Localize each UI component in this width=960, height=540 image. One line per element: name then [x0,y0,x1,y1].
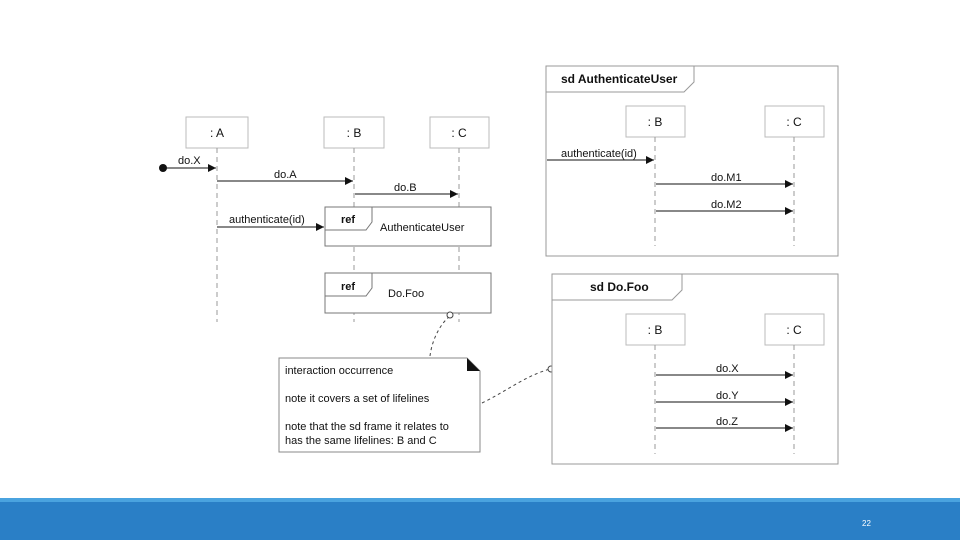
sd-dofoo-title: sd Do.Foo [590,280,649,294]
message-dox: do.X [159,155,216,172]
note-line-2: note it covers a set of lifelines [285,393,430,405]
sd-authenticate-message-dom2: do.M2 [656,199,793,215]
note-box: interaction occurrence note it covers a … [278,357,481,453]
sd-authenticate-lifeline-c-label: : C [786,115,802,129]
note-line-3b: has the same lifelines: B and C [285,435,437,447]
message-doa: do.A [217,169,353,185]
message-dox-label: do.X [178,155,201,167]
ref-authenticate-tag: ref [341,214,355,226]
message-dob-label: do.B [394,182,417,194]
ref-authenticate-label: AuthenticateUser [380,222,465,234]
lifeline-c: : C [429,116,490,322]
note-line-3a: note that the sd frame it relates to [285,421,449,433]
sd-dofoo-doy-label: do.Y [716,390,739,402]
sd-dofoo-lifeline-b-label: : B [648,323,663,337]
sd-dofoo-dox-label: do.X [716,363,739,375]
sd-dofoo-doz-label: do.Z [716,416,738,428]
sd-dofoo-message-dox: do.X [656,363,793,379]
ref-do-foo: ref Do.Foo [324,272,492,314]
slide-footer-bar [0,498,960,540]
ref-authenticate-user: ref AuthenticateUser [324,206,492,247]
sd-authenticate-lifeline-c: : C [764,105,825,246]
main-sequence-diagram: : A : B : C do.X do.A do.B [159,116,492,322]
sd-dofoo-frame: sd Do.Foo : B : C do.X do.Y do.Z [551,273,839,465]
sd-dofoo-lifeline-c: : C [764,313,825,454]
ref-dofoo-tag: ref [341,281,355,293]
sd-authenticate-message-authenticate: authenticate(id) [547,148,654,164]
sd-dofoo-lifeline-c-label: : C [786,323,802,337]
note-connector-ref [429,315,451,357]
sd-authenticate-title: sd AuthenticateUser [561,72,678,86]
ref-dofoo-label: Do.Foo [388,288,424,300]
lifeline-c-label: : C [451,126,467,140]
note-connector-sd [481,368,551,404]
message-authenticate: authenticate(id) [217,214,324,231]
sd-dofoo-message-doz: do.Z [656,416,793,432]
lifeline-a: : A [185,116,249,322]
sd-authenticate-dom2-label: do.M2 [711,199,742,211]
sd-authenticate-lifeline-b-label: : B [648,115,663,129]
message-authenticate-label: authenticate(id) [229,214,305,226]
sd-dofoo-lifeline-b: : B [625,313,686,454]
message-dob: do.B [355,182,458,198]
sd-authenticate-frame: sd AuthenticateUser : B : C authenticate… [545,65,839,257]
note-line-1: interaction occurrence [285,365,393,377]
sd-authenticate-authenticate-label: authenticate(id) [561,148,637,160]
message-doa-label: do.A [274,169,297,181]
sd-authenticate-lifeline-b: : B [625,105,686,246]
lifeline-b-label: : B [347,126,362,140]
slide-footer-accent [0,498,960,502]
page-number: 22 [862,519,871,528]
sd-authenticate-dom1-label: do.M1 [711,172,742,184]
sd-authenticate-message-dom1: do.M1 [656,172,793,188]
sd-dofoo-message-doy: do.Y [656,390,793,406]
lifeline-a-label: : A [210,126,224,140]
